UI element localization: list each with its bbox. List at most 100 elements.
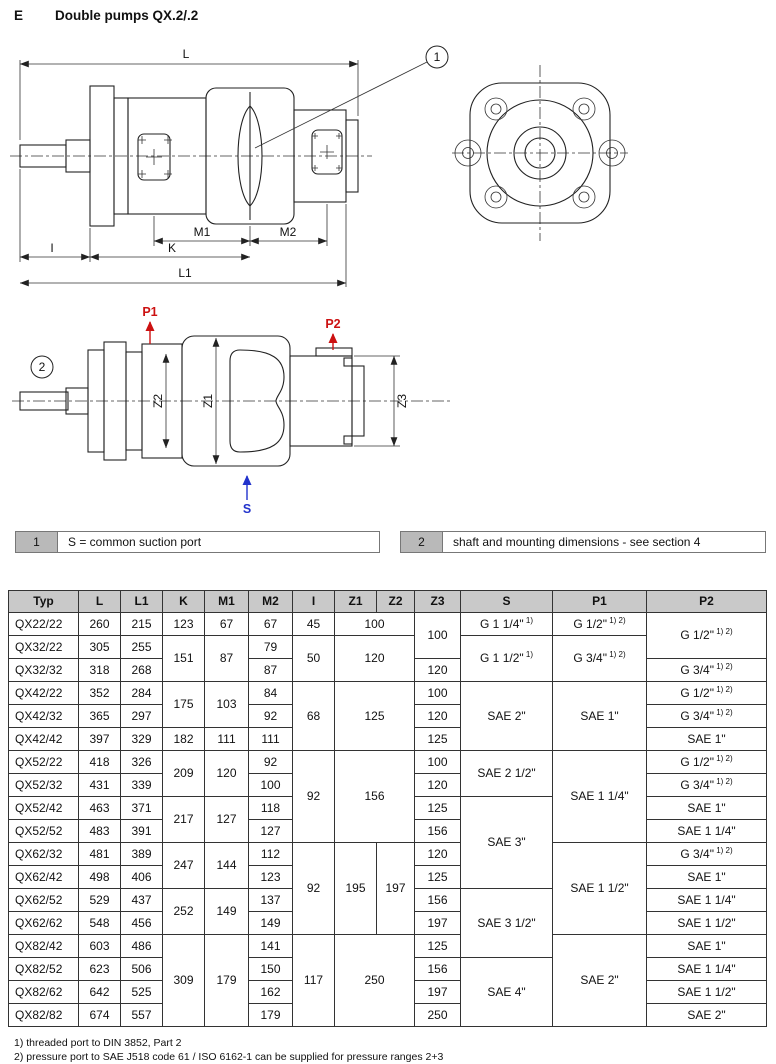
value-cell: G 1/2" 1) 2) xyxy=(552,612,647,636)
value-cell: 389 xyxy=(120,842,163,866)
footnote-1: 1) threaded port to DIN 3852, Part 2 xyxy=(14,1037,182,1049)
value-cell: 397 xyxy=(78,727,121,751)
value-cell: 506 xyxy=(120,957,163,981)
value-cell: 87 xyxy=(204,635,249,682)
value-cell: G 3/4" 1) 2) xyxy=(646,658,767,682)
value-cell: 418 xyxy=(78,750,121,774)
dim-label-Z1: Z1 xyxy=(201,394,215,408)
value-cell: SAE 1 1/2" xyxy=(552,842,647,935)
value-cell: SAE 1" xyxy=(646,727,767,751)
suction-casting-shape xyxy=(229,349,285,453)
typ-cell: QX62/32 xyxy=(8,842,79,866)
value-cell: 87 xyxy=(248,658,293,682)
value-cell: 498 xyxy=(78,865,121,889)
value-cell: 305 xyxy=(78,635,121,659)
flange-view-drawing xyxy=(452,65,628,241)
value-cell: 250 xyxy=(334,934,415,1027)
value-cell: 111 xyxy=(204,727,249,751)
value-cell: G 1 1/2" 1) xyxy=(460,635,553,682)
value-cell: G 1 1/4" 1) xyxy=(460,612,553,636)
column-header-m1: M1 xyxy=(204,590,249,613)
value-cell: 117 xyxy=(292,934,335,1027)
value-cell: 120 xyxy=(204,750,249,797)
value-cell: 127 xyxy=(248,819,293,843)
column-header-k: K xyxy=(162,590,205,613)
legend-text-1: S = common suction port xyxy=(58,531,380,553)
value-cell: 209 xyxy=(162,750,205,797)
end-cap-outline xyxy=(345,119,359,193)
value-cell: G 3/4" 1) 2) xyxy=(646,842,767,866)
value-cell: SAE 1 1/2" xyxy=(646,911,767,935)
footnote-2: 2) pressure port to SAE J518 code 61 / I… xyxy=(14,1050,444,1063)
callout-2-number: 2 xyxy=(39,360,46,374)
dim-label-I: I xyxy=(50,241,53,255)
callout-1-number: 1 xyxy=(434,50,441,64)
column-header-z1: Z1 xyxy=(334,590,377,613)
value-cell: 149 xyxy=(248,911,293,935)
value-cell: 365 xyxy=(78,704,121,728)
bolt-holes xyxy=(454,97,626,209)
typ-cell: QX82/52 xyxy=(8,957,79,981)
value-cell: 529 xyxy=(78,888,121,912)
value-cell: 217 xyxy=(162,796,205,843)
value-cell: 197 xyxy=(414,980,461,1004)
value-cell: SAE 1" xyxy=(646,865,767,889)
value-cell: 100 xyxy=(248,773,293,797)
value-cell: SAE 1 1/4" xyxy=(646,819,767,843)
dim-label-Z3: Z3 xyxy=(395,394,409,408)
value-cell: SAE 1" xyxy=(646,796,767,820)
typ-cell: QX22/22 xyxy=(8,612,79,636)
value-cell: SAE 1 1/4" xyxy=(646,957,767,981)
value-cell: 642 xyxy=(78,980,121,1004)
value-cell: 120 xyxy=(414,704,461,728)
typ-cell: QX32/32 xyxy=(8,658,79,682)
value-cell: SAE 1" xyxy=(646,934,767,958)
value-cell: 151 xyxy=(162,635,205,682)
value-cell: SAE 1" xyxy=(552,681,647,751)
column-header-l1: L1 xyxy=(120,590,163,613)
column-header-p2: P2 xyxy=(646,590,767,613)
value-cell: 339 xyxy=(120,773,163,797)
typ-cell: QX62/42 xyxy=(8,865,79,889)
page-title: Double pumps QX.2/.2 xyxy=(55,8,199,23)
value-cell: 156 xyxy=(414,819,461,843)
shaft-circle xyxy=(524,137,556,169)
value-cell: G 3/4" 1) 2) xyxy=(646,704,767,728)
column-header-m2: M2 xyxy=(248,590,293,613)
value-cell: 437 xyxy=(120,888,163,912)
value-cell: SAE 1 1/2" xyxy=(646,980,767,1004)
pump1-port-flange-outline xyxy=(137,133,171,181)
pump2-tab-bottom xyxy=(343,435,353,445)
callout-1-leader xyxy=(254,61,428,149)
value-cell: 123 xyxy=(248,865,293,889)
value-cell: 175 xyxy=(162,681,205,728)
value-cell: 674 xyxy=(78,1003,121,1027)
value-cell: 268 xyxy=(120,658,163,682)
value-cell: SAE 3 1/2" xyxy=(460,888,553,958)
value-cell: 486 xyxy=(120,934,163,958)
value-cell: 103 xyxy=(204,681,249,728)
value-cell: 391 xyxy=(120,819,163,843)
pilot-circle-mid xyxy=(513,126,567,180)
value-cell: 125 xyxy=(414,796,461,820)
value-cell: 603 xyxy=(78,934,121,958)
value-cell: 127 xyxy=(204,796,249,843)
value-cell: 92 xyxy=(248,704,293,728)
value-cell: 156 xyxy=(334,750,415,843)
port-label-p1: P1 xyxy=(142,305,157,319)
value-cell: 326 xyxy=(120,750,163,774)
typ-cell: QX42/42 xyxy=(8,727,79,751)
value-cell: 67 xyxy=(204,612,249,636)
value-cell: 431 xyxy=(78,773,121,797)
value-cell: 125 xyxy=(334,681,415,751)
value-cell: 156 xyxy=(414,957,461,981)
value-cell: 118 xyxy=(248,796,293,820)
